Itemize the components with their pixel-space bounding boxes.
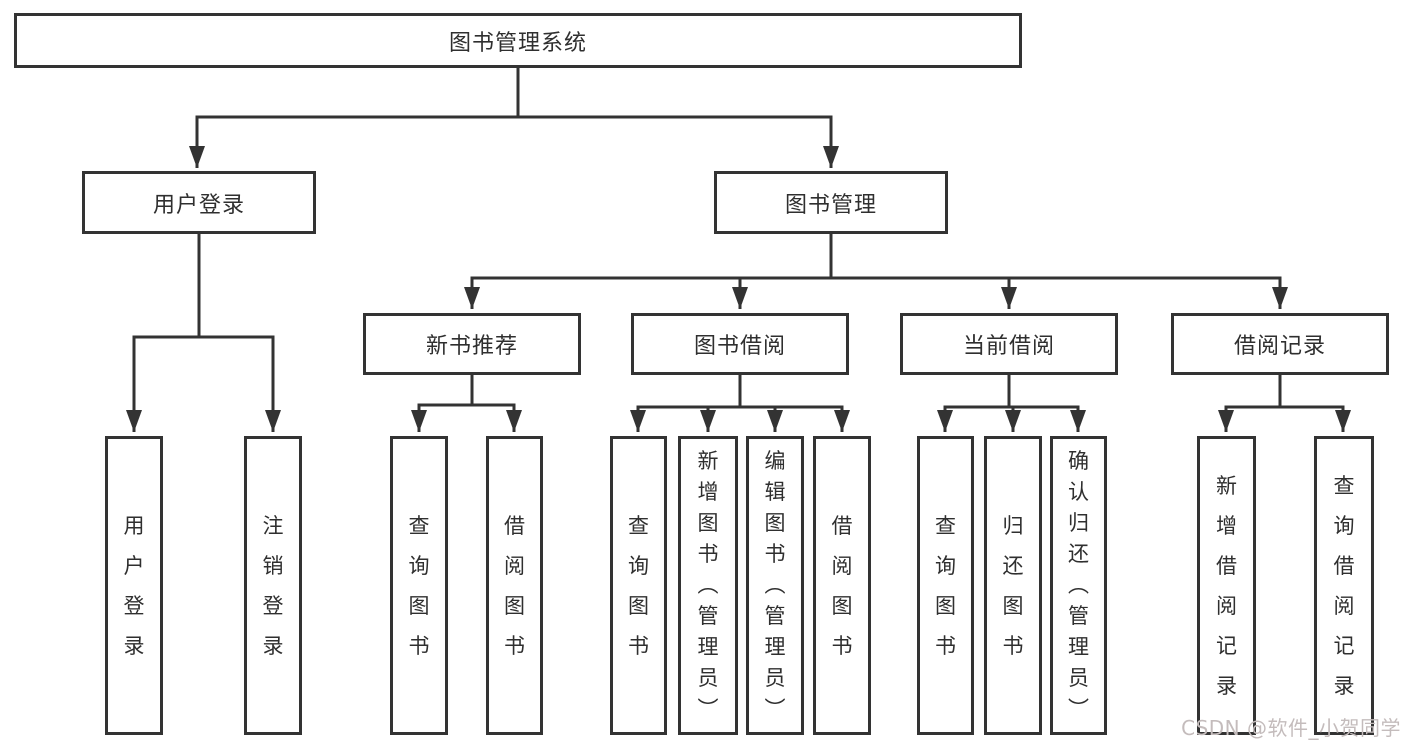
connector-book-borrow-children: [630, 375, 850, 432]
leaf-return-book: 归还图书: [984, 436, 1042, 735]
leaf-borrow-book: 借阅图书: [813, 436, 871, 735]
node-label: 图书管理: [784, 192, 877, 218]
connector-root-to-level2: [189, 68, 839, 168]
node-label: 图书管理系统: [448, 30, 587, 56]
connector-book-management-children: [464, 234, 1288, 309]
node-borrow-records: 借阅记录: [1171, 313, 1389, 375]
csdn-watermark: CSDN @软件_小贺同学: [1181, 716, 1401, 740]
leaf-query-book: 查询图书: [610, 436, 667, 735]
leaf-confirm-return-admin: 确认归还︵管理员︶: [1050, 436, 1107, 735]
leaf-borrow-book: 借阅图书: [486, 436, 543, 735]
node-current-borrow: 当前借阅: [900, 313, 1118, 375]
connector-new-book-recommend-children: [411, 375, 522, 432]
node-label: 借阅记录: [1233, 334, 1326, 359]
node-new-book-recommend: 新书推荐: [363, 313, 581, 375]
connector-borrow-records-children: [1218, 375, 1351, 432]
node-label: 用户登录: [152, 192, 245, 218]
node-label: 图书借阅: [693, 334, 786, 359]
leaf-query-book: 查询图书: [917, 436, 974, 735]
leaf-user-login: 用户登录: [105, 436, 163, 735]
node-book-management: 图书管理: [714, 171, 948, 234]
connector-user-login-children: [126, 234, 281, 432]
leaf-add-book-admin: 新增图书︵管理员︶: [678, 436, 738, 735]
node-label: 当前借阅: [962, 334, 1055, 359]
connector-current-borrow-children: [937, 375, 1086, 432]
node-library-system: 图书管理系统: [14, 13, 1022, 68]
leaf-add-borrow-record: 新增借阅记录: [1197, 436, 1256, 735]
leaf-query-borrow-record: 查询借阅记录: [1314, 436, 1374, 735]
leaf-query-book: 查询图书: [390, 436, 448, 735]
leaf-edit-book-admin: 编辑图书︵管理员︶: [746, 436, 804, 735]
node-user-login: 用户登录: [82, 171, 316, 234]
leaf-logout: 注销登录: [244, 436, 302, 735]
node-label: 新书推荐: [425, 334, 518, 359]
node-book-borrow: 图书借阅: [631, 313, 849, 375]
